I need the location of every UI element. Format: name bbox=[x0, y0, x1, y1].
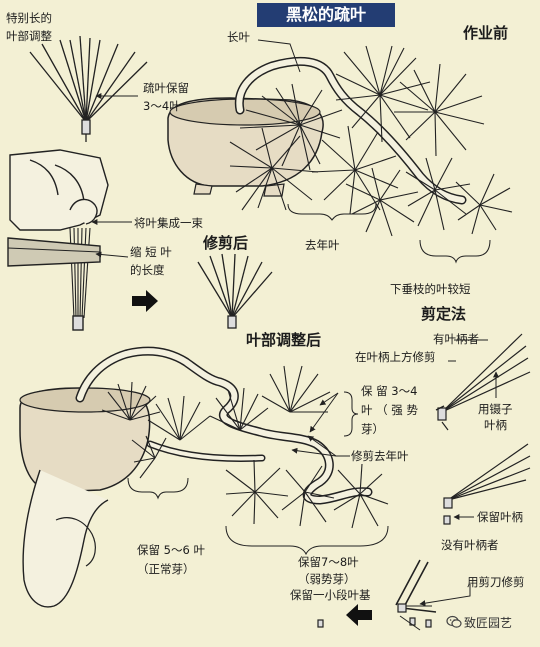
label-lower-short: 下垂枝的叶较短 bbox=[390, 282, 471, 296]
label-keep56-1: 保留 5～6 叶 bbox=[137, 543, 205, 557]
label-keep34-3: 芽） bbox=[361, 422, 384, 436]
label-after-adjust: 叶部调整后 bbox=[246, 331, 322, 349]
annotation-lines bbox=[91, 39, 499, 631]
label-tweezer-2: 叶柄 bbox=[484, 418, 507, 432]
label-pruning-method: 剪定法 bbox=[421, 305, 467, 323]
label-special-long-1: 特别长的 bbox=[6, 11, 52, 25]
label-shorten-2: 的长度 bbox=[130, 263, 165, 277]
hand-gather-illustration bbox=[7, 149, 109, 331]
long-needle-bundle bbox=[29, 35, 148, 142]
label-scissor-cut: 用剪刀修剪 bbox=[467, 575, 525, 589]
wechat-icon bbox=[446, 615, 462, 628]
label-keep-base: 保留一小段叶基 bbox=[290, 588, 371, 602]
label-has-stalk: 有叶柄者 bbox=[433, 332, 479, 346]
label-special-long-2: 叶部调整 bbox=[6, 29, 52, 43]
label-no-stalk: 没有叶柄者 bbox=[441, 538, 499, 552]
bonsai-before bbox=[167, 45, 513, 237]
pruning-detail-illustrations bbox=[317, 333, 531, 628]
label-keep78-2: （弱势芽） bbox=[298, 572, 356, 586]
label-trim-last-year: 修剪去年叶 bbox=[351, 449, 409, 463]
label-sparse-keep-2: 3～4叶 bbox=[143, 99, 181, 113]
trimmed-needle-bundle bbox=[197, 253, 273, 329]
label-keep34-1: 保 留 3～4 bbox=[361, 384, 418, 398]
label-keep78-1: 保留7～8叶 bbox=[298, 555, 359, 569]
arrow-right-icon bbox=[132, 290, 158, 312]
diagram-title: 黑松的疏叶 bbox=[257, 3, 395, 27]
label-keep34-2: 叶 （ 强 势 bbox=[361, 403, 418, 417]
label-last-year: 去年叶 bbox=[305, 238, 340, 252]
label-gather: 将叶集成一束 bbox=[134, 216, 203, 230]
label-after-trim: 修剪后 bbox=[203, 234, 249, 252]
label-shorten-1: 缩 短 叶 bbox=[130, 245, 172, 259]
watermark: 致匠园艺 bbox=[464, 616, 513, 630]
label-keep-stalk: 保留叶柄 bbox=[477, 510, 523, 524]
bonsai-after bbox=[19, 346, 389, 608]
arrow-left-icon bbox=[346, 604, 372, 626]
label-tweezer-1: 用镊子 bbox=[478, 402, 513, 416]
label-cut-above: 在叶柄上方修剪 bbox=[355, 350, 436, 364]
label-sparse-keep-1: 疏叶保留 bbox=[143, 81, 189, 95]
label-keep56-2: （正常芽） bbox=[137, 562, 195, 576]
label-before-work: 作业前 bbox=[463, 24, 509, 42]
label-long-needle: 长叶 bbox=[227, 30, 250, 44]
